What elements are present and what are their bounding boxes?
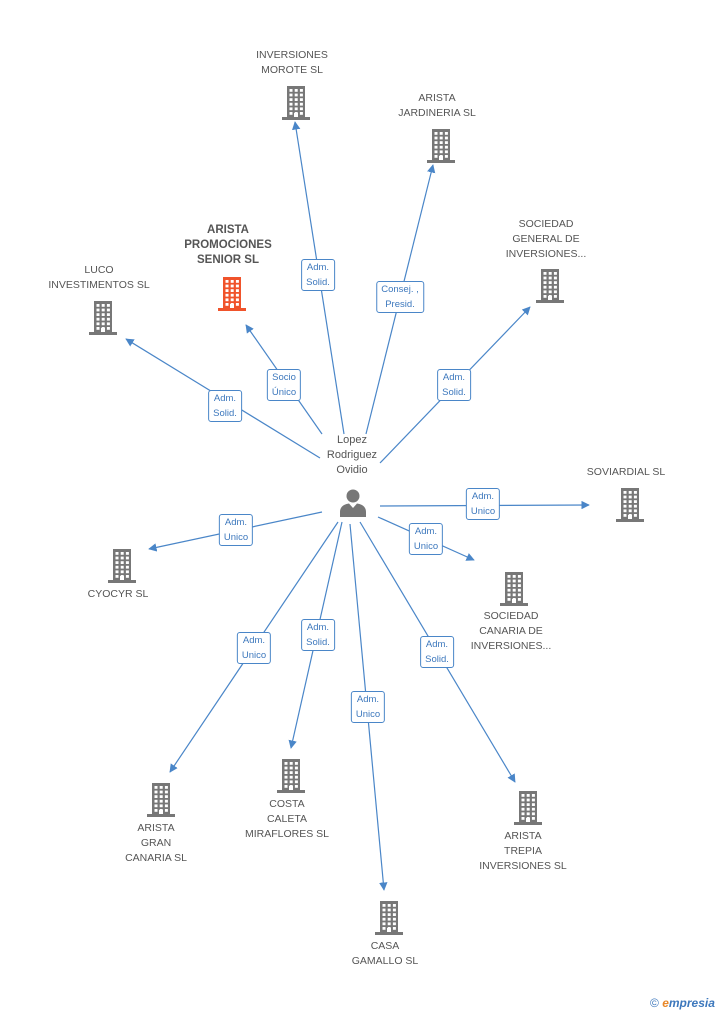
company-label-cyocyr[interactable]: CYOCYR SL: [87, 588, 149, 600]
building-icon-sociedad-general[interactable]: [534, 268, 566, 309]
relation-badge-arista-jardineria: Consej. , Presid.: [376, 281, 424, 313]
building-icon-casa-gamallo[interactable]: [373, 900, 405, 941]
relation-badge-sociedad-general: Adm. Solid.: [437, 369, 471, 401]
relation-badge-sociedad-canaria: Adm. Unico: [408, 523, 444, 555]
building-icon-inversiones-morote[interactable]: [280, 85, 312, 126]
person-icon[interactable]: [338, 488, 368, 523]
company-label-costa-caleta[interactable]: COSTA CALETA MIRAFLORES SL: [244, 798, 330, 840]
building-icon-arista-gran-canaria[interactable]: [145, 782, 177, 823]
building-icon-arista-jardineria[interactable]: [425, 128, 457, 169]
relation-badge-casa-gamallo: Adm. Unico: [350, 691, 386, 723]
relation-badge-arista-promociones: Socio Único: [266, 369, 302, 401]
company-label-sociedad-general[interactable]: SOCIEDAD GENERAL DE INVERSIONES...: [505, 218, 587, 260]
company-label-luco[interactable]: LUCO INVESTIMENTOS SL: [48, 264, 150, 291]
brand-name: mpresia: [668, 996, 715, 1010]
relation-badge-cyocyr: Adm. Unico: [218, 514, 254, 546]
company-label-sociedad-canaria[interactable]: SOCIEDAD CANARIA DE INVERSIONES...: [470, 610, 552, 652]
brand-initial: e: [662, 996, 669, 1010]
relation-badge-arista-gran-canaria: Adm. Unico: [236, 632, 272, 664]
relation-badge-inversiones-morote: Adm. Solid.: [301, 259, 335, 291]
relation-badge-costa-caleta: Adm. Solid.: [301, 619, 335, 651]
building-icon-costa-caleta[interactable]: [275, 758, 307, 799]
building-icon-cyocyr[interactable]: [106, 548, 138, 589]
company-label-arista-promociones[interactable]: ARISTA PROMOCIONES SENIOR SL: [184, 224, 272, 266]
building-icon-arista-promociones[interactable]: [216, 276, 248, 317]
brand-logo: © empresia: [650, 996, 715, 1010]
company-label-soviardial[interactable]: SOVIARDIAL SL: [586, 466, 666, 478]
relation-badge-soviardial: Adm. Unico: [465, 488, 501, 520]
building-icon-sociedad-canaria[interactable]: [498, 571, 530, 612]
building-icon-arista-trepia[interactable]: [512, 790, 544, 831]
company-label-arista-jardineria[interactable]: ARISTA JARDINERIA SL: [398, 92, 476, 119]
person-name: Lopez Rodriguez Ovidio: [326, 434, 378, 476]
building-icon-soviardial[interactable]: [614, 487, 646, 528]
company-label-inversiones-morote[interactable]: INVERSIONES MOROTE SL: [256, 49, 328, 76]
relation-badge-arista-trepia: Adm. Solid.: [420, 636, 454, 668]
company-label-casa-gamallo[interactable]: CASA GAMALLO SL: [351, 940, 419, 967]
relation-badge-luco: Adm. Solid.: [208, 390, 242, 422]
building-icon-luco[interactable]: [87, 300, 119, 341]
company-label-arista-trepia[interactable]: ARISTA TREPIA INVERSIONES SL: [479, 830, 567, 872]
copyright-symbol: ©: [650, 996, 659, 1010]
company-label-arista-gran-canaria[interactable]: ARISTA GRAN CANARIA SL: [125, 822, 187, 864]
